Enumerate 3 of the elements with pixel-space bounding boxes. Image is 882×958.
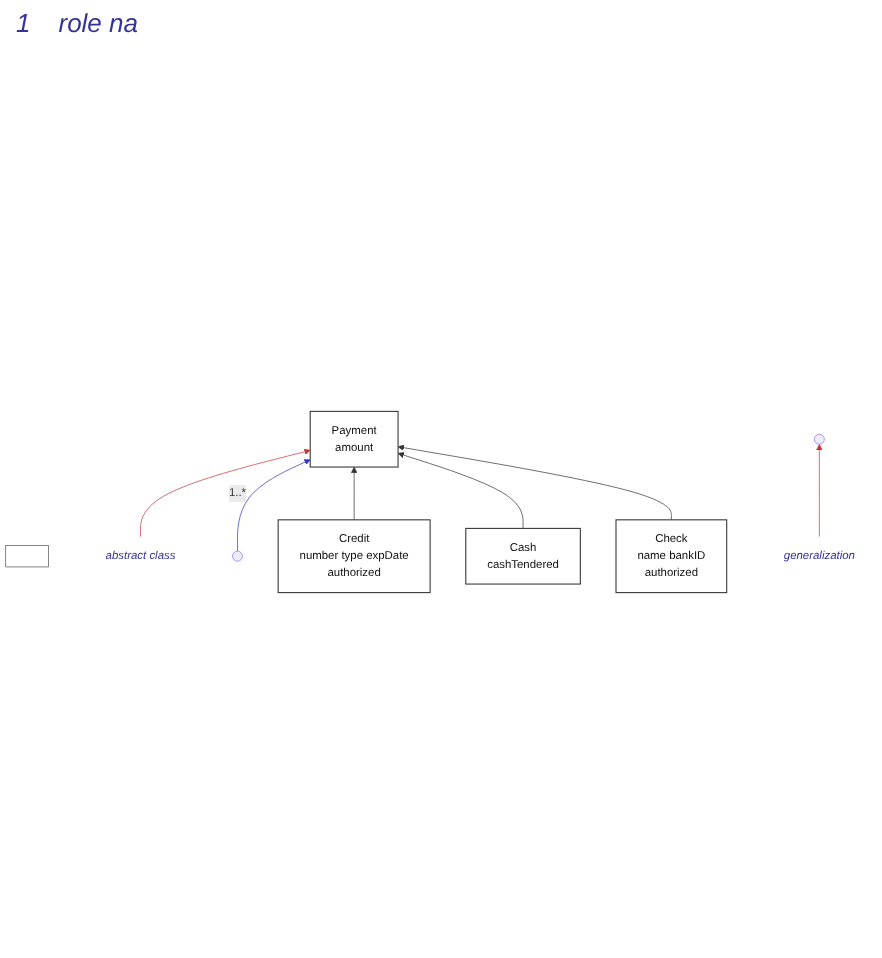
node-box <box>5 545 49 568</box>
annotation-text: role na <box>58 8 138 38</box>
annotation-text: 1 <box>16 8 31 38</box>
